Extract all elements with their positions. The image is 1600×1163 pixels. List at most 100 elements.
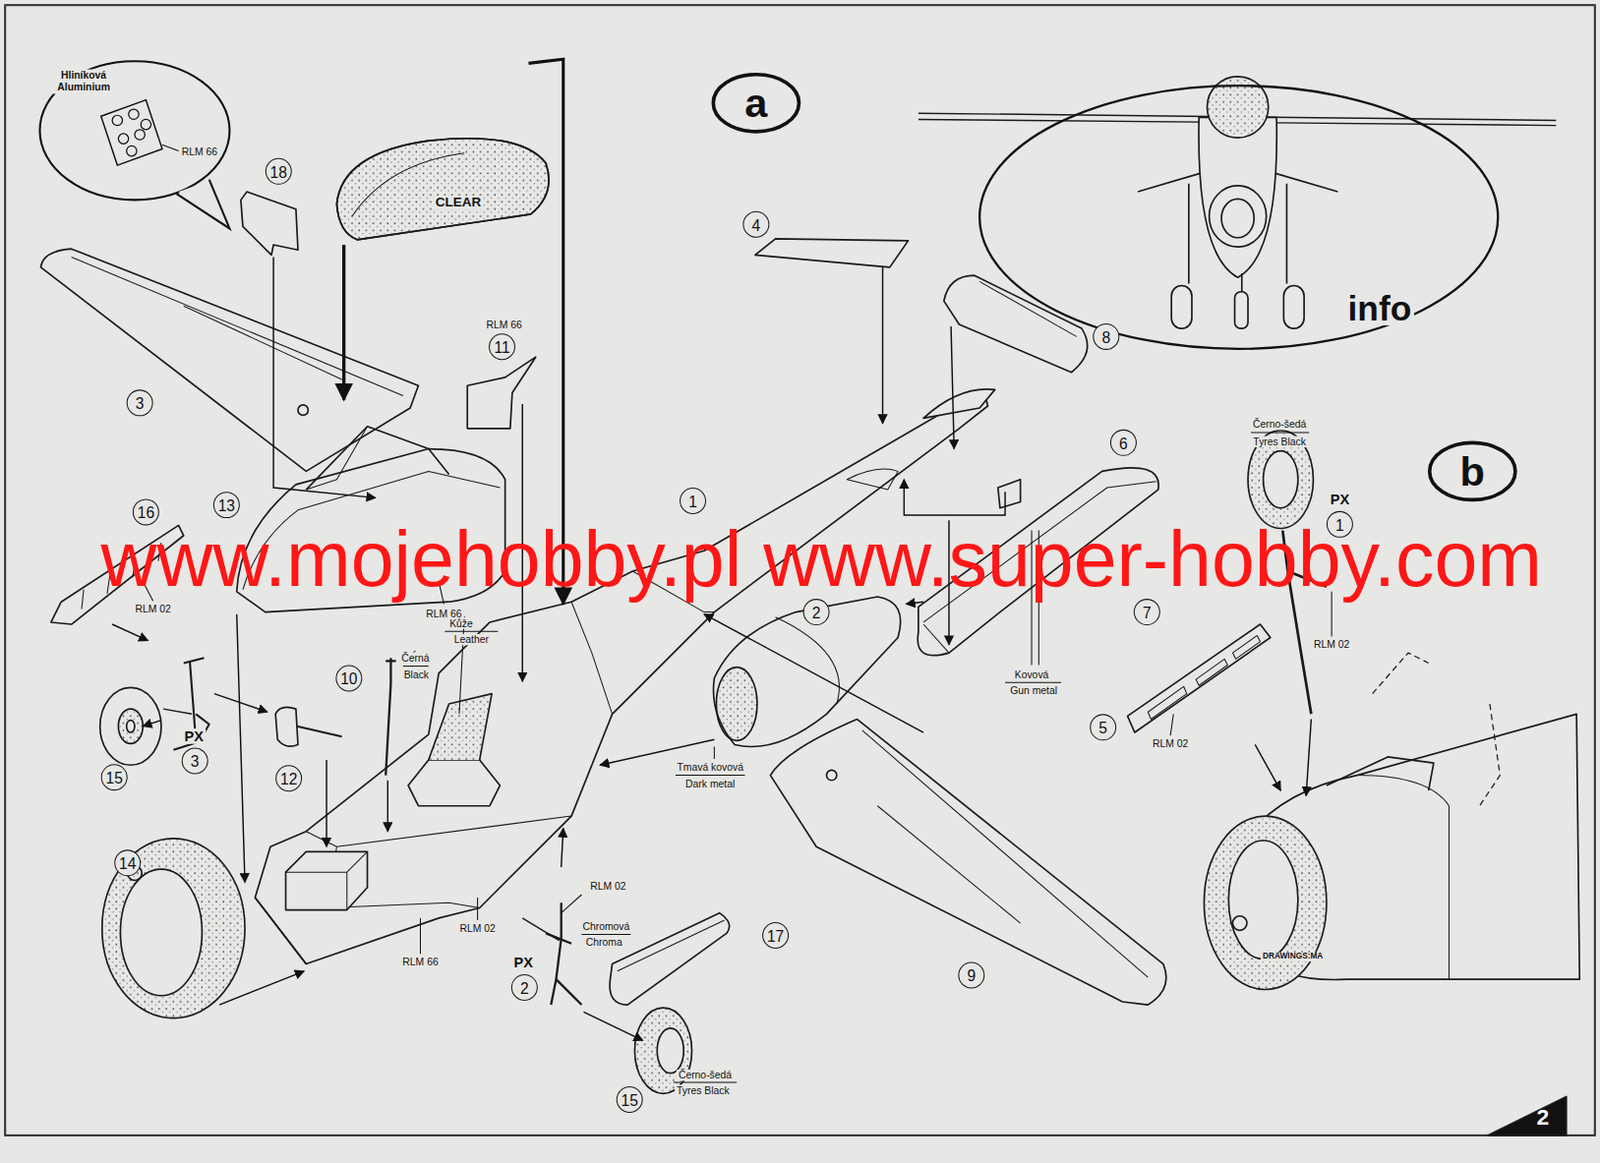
callout-number: 5 (1089, 713, 1117, 741)
parts (545, 902, 582, 1006)
part-label: Black (402, 668, 432, 680)
callout-number: 15 (106, 770, 123, 786)
parts (923, 624, 949, 653)
callout-number: 10 (335, 665, 362, 693)
parts (1224, 713, 1580, 980)
parts (979, 281, 1077, 337)
part-label: Gun metal (1007, 685, 1060, 697)
callout-bubble (39, 60, 230, 200)
parts (1263, 451, 1299, 509)
part-label: Černo-šedá (676, 1069, 734, 1081)
part-label: Kůže (447, 617, 475, 629)
parts (862, 730, 1149, 978)
material-note: Hliníková Aluminium (50, 69, 118, 95)
callout-number: 11 (488, 333, 516, 360)
parts (408, 760, 500, 807)
part-label: Černo-šedá (1250, 418, 1308, 430)
parts (1221, 198, 1254, 238)
part-label: Chromová (580, 920, 632, 932)
leader-line (162, 144, 179, 151)
assembly-arrows (903, 479, 1006, 516)
parts (296, 726, 343, 737)
part-label: DRAWINGS:MA (1260, 952, 1325, 962)
parts (305, 426, 449, 490)
step-ellipse (1429, 442, 1516, 500)
callout-number: 9 (957, 961, 985, 989)
step-letter: a (710, 71, 802, 135)
part-label: CLEAR (433, 195, 484, 211)
step-ellipse (712, 74, 799, 132)
assembly-arrows (882, 267, 884, 424)
callout-number: 9 (966, 967, 976, 984)
callout-number: 3 (135, 395, 145, 412)
callout-number: 1 (679, 487, 707, 515)
assembly-arrows (561, 829, 564, 868)
callout-number: 3 (181, 748, 209, 775)
parts (275, 707, 298, 747)
callout-number: 14 (118, 855, 136, 872)
part-label: RLM 02 (1311, 639, 1352, 651)
part-label: PX (181, 728, 206, 745)
part-label: RLM 66 (400, 956, 440, 968)
assembly-arrows (387, 780, 389, 832)
info-ellipse (977, 83, 1500, 352)
callout-number: 5 (1098, 719, 1108, 736)
step-label: a (744, 82, 768, 124)
parts (571, 601, 613, 714)
part-label: Leather (452, 634, 491, 646)
assembly-arrows (1254, 744, 1281, 791)
callout-number: 7 (1142, 604, 1152, 621)
info-panel: info (977, 83, 1500, 352)
callout-number: 18 (270, 164, 288, 180)
callout-number: 18 (265, 158, 293, 185)
parts (1171, 286, 1192, 330)
part-label: Kovová (1012, 668, 1052, 680)
callout-number: 11 (493, 339, 510, 356)
leader-lines (675, 774, 746, 776)
parts (100, 687, 162, 766)
part-label: RLM 02 (132, 603, 173, 615)
leader-lines (419, 918, 421, 954)
callout-number: 2 (803, 598, 830, 626)
callout-bubble (177, 179, 231, 230)
parts (119, 869, 202, 997)
leader-lines (1250, 431, 1309, 433)
instrument-dial (118, 133, 128, 144)
callout-number: 17 (762, 922, 789, 949)
callout-number: 12 (275, 765, 302, 792)
callout-number: 15 (621, 1092, 639, 1109)
step-label: b (1460, 451, 1485, 493)
parts (305, 816, 572, 847)
parts (998, 479, 1021, 509)
leader-lines (403, 665, 429, 667)
callout-number: 1 (688, 493, 698, 510)
callout-bubble: Hliníková AluminiumRLM 66 (35, 53, 240, 238)
assembly-arrows (342, 244, 346, 401)
part-label: Tmavá kovová (674, 762, 746, 773)
parts (522, 918, 559, 942)
parts (1203, 816, 1327, 990)
parts (240, 191, 298, 255)
parts (467, 356, 536, 429)
part-label: RLM 02 (457, 923, 497, 935)
parts (944, 275, 1088, 373)
assembly-arrows (219, 971, 304, 1006)
assembly-arrows (905, 601, 924, 604)
leader-lines (444, 631, 498, 633)
leader-lines (1331, 592, 1333, 638)
callout-number: 2 (511, 974, 538, 1002)
callout-number: 7 (1133, 598, 1161, 626)
instrument-dial (140, 118, 151, 129)
page-frame (4, 4, 1596, 1136)
parts (183, 305, 343, 380)
page-number: 2 (1537, 1106, 1550, 1131)
parts (385, 657, 396, 775)
instrument-dial (112, 115, 122, 125)
callout-number: 4 (752, 216, 762, 233)
leader-lines (1170, 713, 1174, 736)
parts (102, 838, 245, 1019)
part-label: RLM 66 (483, 318, 524, 330)
callout-number: 3 (126, 389, 154, 416)
instrument-dial (126, 145, 137, 156)
